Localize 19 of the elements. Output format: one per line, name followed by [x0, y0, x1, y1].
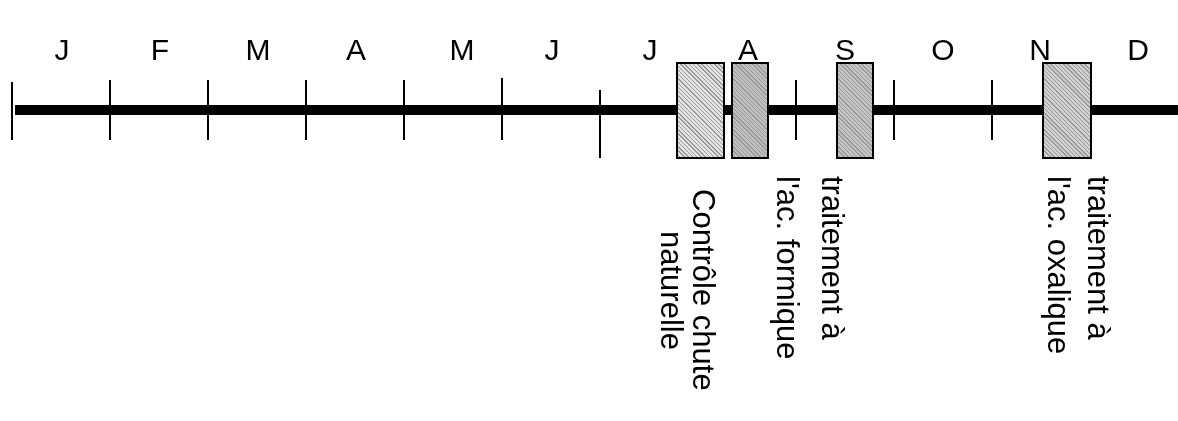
month-label: O [931, 34, 955, 66]
treatment-bar [731, 62, 769, 159]
month-label: A [738, 34, 758, 66]
month-label: J [642, 34, 658, 66]
month-label: F [150, 34, 170, 66]
treatment-label: traitement à l'ac. oxalique [1040, 176, 1117, 357]
month-label: M [245, 34, 271, 66]
month-label: J [544, 34, 560, 66]
treatment-bar [1042, 62, 1092, 159]
treatment-bar [676, 62, 725, 159]
month-label: J [54, 34, 70, 66]
month-label: N [1029, 34, 1051, 66]
treatment-label: Contrôle chute naturelle [655, 188, 719, 393]
treatment-label: traitement à l'ac. formique [769, 176, 851, 362]
month-label: A [346, 34, 366, 66]
month-label: D [1127, 34, 1149, 66]
month-label: M [449, 34, 475, 66]
month-label: S [835, 34, 855, 66]
treatment-bar [836, 62, 874, 159]
